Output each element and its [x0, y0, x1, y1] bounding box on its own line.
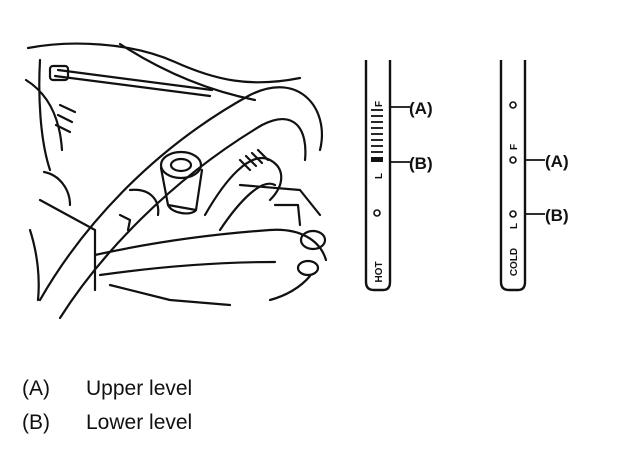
- cold-lower-letter: L: [509, 223, 520, 229]
- oil-level-diagram: F L HOT (A) (B) F L COLD (A) (B): [24, 42, 569, 320]
- legend-key-b: (B): [22, 411, 50, 434]
- legend-text-upper-level: Upper level: [86, 377, 193, 400]
- dipstick-cold: F L COLD (A) (B): [499, 60, 569, 292]
- mark-a-label: (A): [409, 99, 433, 118]
- cold-mark-a-label: (A): [545, 152, 569, 171]
- cold-upper-letter: F: [509, 144, 520, 150]
- legend-text-lower-level: Lower level: [86, 411, 193, 434]
- cold-mark-b-label: (B): [545, 206, 569, 225]
- dipstick-hot: F L HOT (A) (B): [364, 60, 433, 292]
- lower-mark-letter: L: [374, 173, 385, 179]
- engine-illustration: [24, 42, 328, 320]
- hot-label: HOT: [374, 261, 385, 282]
- mark-b-label: (B): [409, 154, 433, 173]
- upper-mark-letter: F: [374, 101, 385, 107]
- cold-label: COLD: [509, 248, 520, 276]
- legend-key-a: (A): [22, 377, 50, 400]
